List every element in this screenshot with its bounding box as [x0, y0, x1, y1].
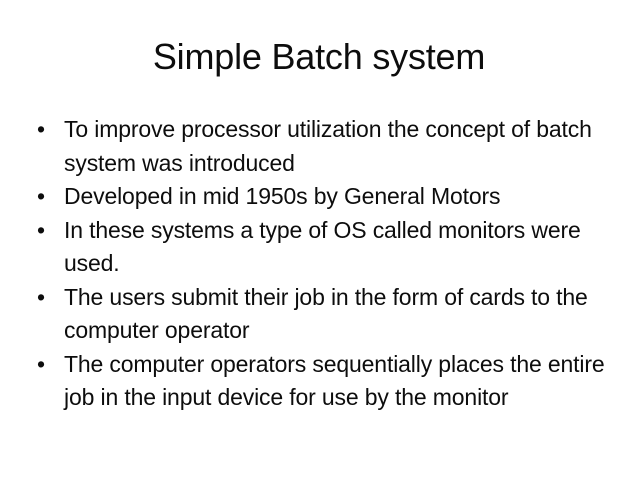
bullet-point-icon: •	[37, 183, 45, 209]
list-item: • The users submit their job in the form…	[30, 281, 612, 348]
list-item-text: In these systems a type of OS called mon…	[64, 216, 581, 277]
bullet-point-icon: •	[37, 216, 45, 243]
list-item: • The computer operators sequentially pl…	[30, 348, 612, 415]
bullet-point-icon: •	[37, 116, 45, 142]
list-item-text: The users submit their job in the form o…	[64, 283, 588, 344]
list-item: • In these systems a type of OS called m…	[30, 214, 612, 281]
bullet-point-icon: •	[37, 283, 45, 310]
list-item-text: Developed in mid 1950s by General Motors	[64, 183, 501, 209]
list-item: • Developed in mid 1950s by General Moto…	[30, 180, 612, 214]
page-title: Simple Batch system	[152, 36, 486, 77]
bullet-list: • To improve processor utilization the c…	[30, 113, 612, 415]
bullet-point-icon: •	[37, 350, 45, 377]
list-item-text: The computer operators sequentially plac…	[64, 350, 605, 411]
list-item-text: To improve processor utilization the con…	[64, 116, 592, 176]
list-item: • To improve processor utilization the c…	[30, 113, 612, 180]
